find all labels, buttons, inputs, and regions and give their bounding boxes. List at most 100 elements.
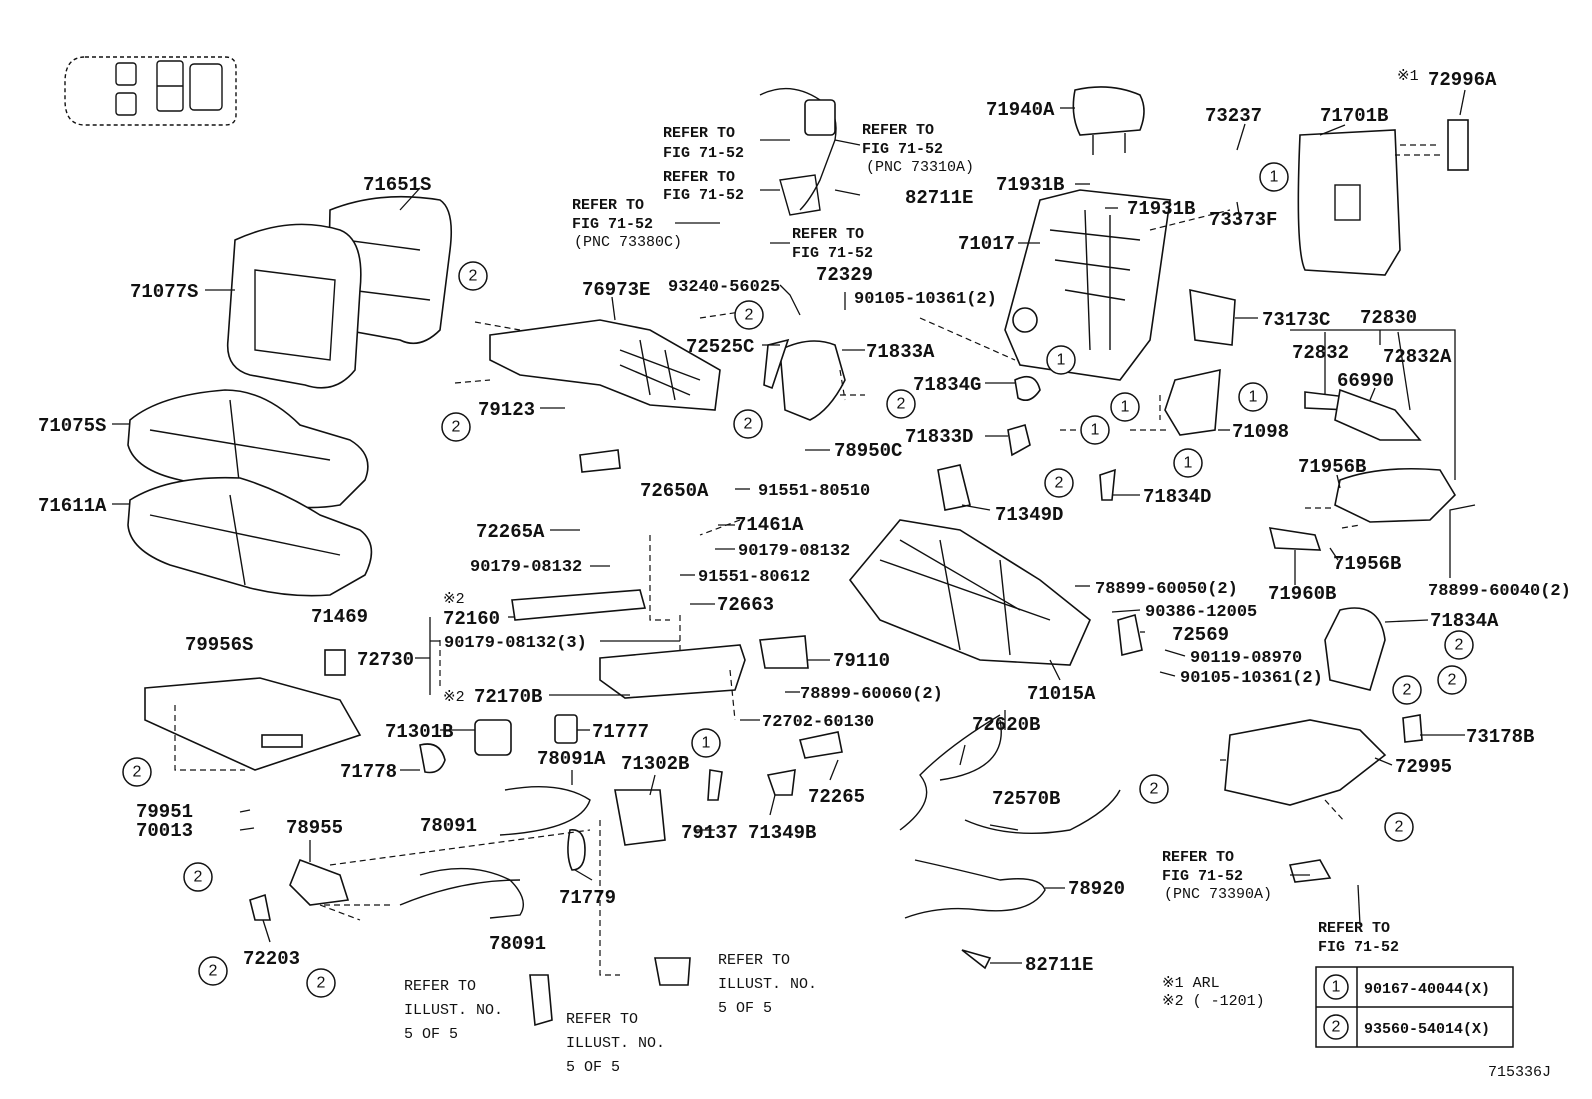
seatback-cover-drawing	[226, 223, 362, 389]
svg-text:ILLUST. NO.: ILLUST. NO.	[566, 1035, 665, 1052]
part-label: 71015A	[1027, 683, 1096, 705]
note-mark: ※2	[443, 689, 465, 706]
callout-2: 2	[306, 968, 336, 998]
part-label: 71833D	[905, 426, 973, 448]
svg-text:2: 2	[745, 307, 754, 324]
part-label: 72995	[1395, 756, 1452, 778]
part-label: 71777	[592, 721, 649, 743]
callout-1: 1	[1046, 345, 1076, 375]
svg-text:FIG 71-52: FIG 71-52	[1162, 868, 1243, 885]
part-label: 91551-80510	[758, 482, 870, 501]
part-label: 71778	[340, 761, 397, 783]
part-label: 78950C	[834, 440, 902, 462]
part-label: 72265A	[476, 521, 545, 543]
part-label: 79951	[136, 801, 193, 823]
part-label: 90179-08132(3)	[444, 634, 587, 653]
part-label: 78899-60060(2)	[800, 685, 943, 704]
svg-text:2: 2	[1403, 682, 1412, 699]
svg-text:FIG 71-52: FIG 71-52	[792, 245, 873, 262]
callout-1: 1	[1173, 448, 1203, 478]
svg-text:1: 1	[1091, 422, 1100, 439]
part-label: 91551-80612	[698, 568, 810, 587]
part-label: 82711E	[1025, 954, 1093, 976]
part-label: 71651S	[363, 174, 431, 196]
svg-text:2: 2	[897, 396, 906, 413]
part-label: 72730	[357, 649, 414, 671]
callout-1: 1	[1110, 392, 1140, 422]
svg-text:93560-54014(X): 93560-54014(X)	[1364, 1021, 1490, 1038]
svg-text:1: 1	[1121, 399, 1130, 416]
part-label: 73237	[1205, 105, 1262, 127]
part-label: 78920	[1068, 878, 1125, 900]
part-label: 71931B	[996, 174, 1064, 196]
part-label: 71349D	[995, 504, 1063, 526]
svg-text:2: 2	[1150, 781, 1159, 798]
part-label: 72265	[808, 786, 865, 808]
callout-1: 1	[1259, 162, 1289, 192]
svg-text:2: 2	[1455, 637, 1464, 654]
part-label: 71349B	[748, 822, 816, 844]
callout-2: 2	[441, 412, 471, 442]
seat-track-cover-drawing	[144, 649, 362, 771]
part-label: 71834A	[1430, 610, 1499, 632]
svg-text:FIG 71-52: FIG 71-52	[572, 216, 653, 233]
part-label: 71940A	[986, 99, 1055, 121]
back-board-drawing	[1297, 119, 1469, 276]
part-label: 71302B	[621, 753, 689, 775]
headrest-drawing	[1072, 86, 1145, 155]
part-label: 71931B	[1127, 198, 1195, 220]
svg-text:1: 1	[1249, 389, 1258, 406]
callout-2: 2	[122, 757, 152, 787]
svg-text:1: 1	[1184, 455, 1193, 472]
recliner-cover-drawing	[763, 338, 846, 421]
part-label: 70013	[136, 820, 193, 842]
callout-2: 2	[198, 956, 228, 986]
armrest-drawing	[1268, 388, 1457, 551]
part-label: 90105-10361(2)	[854, 290, 997, 309]
leader-lines	[112, 89, 1476, 964]
svg-text:REFER TO: REFER TO	[862, 122, 934, 139]
lock-mechanism-drawing	[419, 714, 843, 871]
part-label: 72702-60130	[762, 713, 874, 732]
part-label: 72203	[243, 948, 300, 970]
svg-text:1: 1	[1270, 169, 1279, 186]
callout-2: 2	[1384, 812, 1414, 842]
right-covers-drawing	[937, 288, 1236, 511]
part-label: 71833A	[866, 341, 935, 363]
seat-base-frame-drawing	[848, 519, 1091, 666]
diagram-code: 715336J	[1488, 1064, 1551, 1081]
part-label: 78091A	[537, 748, 606, 770]
svg-text:※2 ( -1201): ※2 ( -1201)	[1162, 993, 1265, 1010]
svg-text:※1 ARL: ※1 ARL	[1162, 975, 1220, 992]
svg-text:FIG 71-52: FIG 71-52	[663, 187, 744, 204]
part-label: 78091	[489, 933, 546, 955]
svg-text:2: 2	[1395, 819, 1404, 836]
legend-row-1: 1 90167-40044(X)	[1323, 974, 1490, 1000]
part-label: 71834G	[913, 374, 981, 396]
part-label: 72830	[1360, 307, 1417, 329]
svg-text:2: 2	[452, 419, 461, 436]
seat-pad-drawing	[127, 476, 373, 597]
part-label: 76973E	[582, 279, 650, 301]
svg-text:REFER TO: REFER TO	[1318, 920, 1390, 937]
callout-2: 2	[1392, 675, 1422, 705]
part-label: 90386-12005	[1145, 603, 1257, 622]
seat-cover-drawing	[127, 389, 369, 509]
legend-table: 1 90167-40044(X) 2 93560-54014(X)	[1315, 966, 1514, 1048]
refer-notes: REFER TO FIG 71-52 REFER TO FIG 71-52 RE…	[404, 122, 1399, 1076]
note-mark: ※2	[443, 591, 465, 608]
part-label: 71301B	[385, 721, 453, 743]
svg-text:ILLUST. NO.: ILLUST. NO.	[718, 976, 817, 993]
guide-lines	[174, 144, 1440, 976]
svg-text:(PNC 73380C): (PNC 73380C)	[574, 234, 682, 251]
part-label: 90119-08970	[1190, 649, 1302, 668]
recliner-harness-drawing	[759, 87, 837, 216]
part-number-labels: 71651S 71077S 71075S 71611A 76973E 93240…	[38, 68, 1571, 1081]
svg-text:2: 2	[1055, 475, 1064, 492]
svg-text:2: 2	[209, 963, 218, 980]
part-label: 71017	[958, 233, 1015, 255]
part-label: 72996A	[1428, 69, 1497, 91]
part-label: 90105-10361(2)	[1180, 669, 1323, 688]
seat-track-drawing	[511, 449, 809, 699]
